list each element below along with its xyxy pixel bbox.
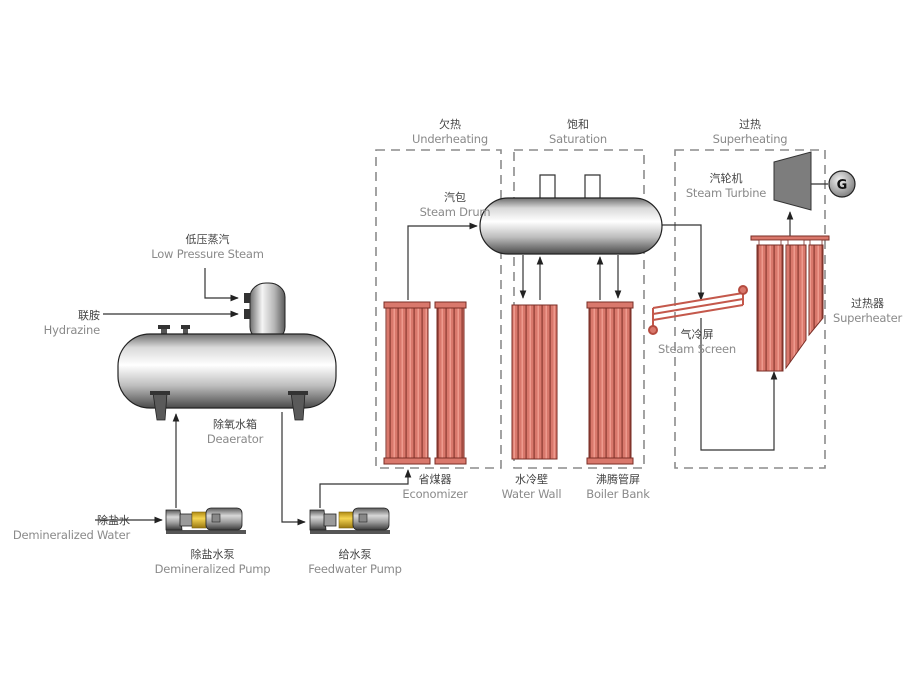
label-feedwater-pump: 给水泵 Feedwater Pump [300, 548, 410, 576]
generator: G [828, 170, 856, 198]
label-zh: 除盐水泵 [190, 548, 235, 561]
label-zh: 气冷屏 [680, 328, 714, 341]
label-steam-turbine: 汽轮机 Steam Turbine [676, 172, 776, 200]
label-zh: 除盐水 [97, 514, 130, 527]
generator-symbol: G [837, 178, 848, 193]
label-en: Demineralized Pump [154, 561, 271, 576]
label-economizer: 省煤器 Economizer [395, 473, 475, 501]
zone-label-saturation: 饱和 Saturation [528, 118, 628, 146]
superheater [750, 235, 830, 372]
deaerator-tank [117, 282, 337, 421]
steam-turbine [773, 151, 812, 211]
label-zh: 给水泵 [338, 548, 372, 561]
label-zh: 联胺 [78, 309, 100, 322]
zone-label-en: Superheating [712, 131, 788, 146]
zone-label-zh: 欠热 [439, 118, 461, 131]
label-zh: 水冷壁 [515, 473, 548, 486]
label-zh: 汽轮机 [709, 172, 743, 185]
zone-label-en: Saturation [549, 131, 607, 146]
label-en: Steam Screen [658, 341, 736, 356]
label-en: Low Pressure Steam [151, 246, 264, 261]
label-steam-screen: 气冷屏 Steam Screen [652, 328, 742, 356]
label-hydrazine: 联胺 Hydrazine [30, 309, 101, 337]
label-en: Water Wall [501, 486, 562, 501]
water-wall [511, 304, 558, 460]
label-zh: 汽包 [444, 191, 466, 204]
label-zh: 过热器 [851, 297, 884, 310]
zone-label-zh: 过热 [739, 118, 761, 131]
label-superheater: 过热器 Superheater [830, 297, 905, 325]
label-boiler-bank: 沸腾管屏 Boiler Bank [578, 473, 658, 501]
label-demineralized-pump: 除盐水泵 Demineralized Pump [150, 548, 275, 576]
flow-economizer-to-drum [407, 222, 478, 300]
label-demineralized-water: 除盐水 Demineralized Water [5, 514, 130, 542]
label-en: Steam Turbine [685, 185, 767, 200]
demineralized-pump [165, 507, 246, 534]
boiler-bank [586, 301, 634, 465]
flow-lp-steam [204, 268, 239, 302]
flow-fwpump-to-economizer [319, 469, 412, 508]
zone-label-zh: 饱和 [567, 118, 589, 131]
label-en: Demineralized Water [12, 527, 130, 542]
label-steam-drum: 汽包 Steam Drum [410, 191, 500, 219]
label-en: Economizer [402, 486, 468, 501]
feedwater-pump [309, 507, 390, 534]
flow-drum-to-screen [662, 224, 705, 301]
zone-underheating-box [375, 149, 502, 469]
label-en: Steam Drum [419, 204, 491, 219]
label-zh: 除氧水箱 [213, 418, 257, 431]
label-en: Hydrazine [43, 322, 101, 337]
zone-superheating-box [674, 149, 826, 469]
flow-deaerator-to-fwpump [281, 412, 306, 526]
zone-label-underheating: 欠热 Underheating [400, 118, 500, 146]
flow-screen-to-superheater [700, 318, 778, 451]
label-en: Boiler Bank [586, 486, 650, 501]
label-en: Deaerator [206, 431, 264, 446]
economizer-bank-1 [383, 301, 431, 465]
label-zh: 低压蒸汽 [185, 233, 230, 246]
label-deaerator: 除氧水箱 Deaerator [190, 418, 280, 446]
label-en: Superheater [832, 310, 902, 325]
label-zh: 沸腾管屏 [596, 473, 640, 486]
label-low-pressure-steam: 低压蒸汽 Low Pressure Steam [145, 233, 270, 261]
label-en: Feedwater Pump [308, 561, 402, 576]
zone-label-en: Underheating [412, 131, 488, 146]
economizer-bank-2 [434, 301, 467, 465]
steam-drum [479, 197, 663, 255]
label-zh: 省煤器 [418, 473, 452, 486]
zone-label-superheating: 过热 Superheating [700, 118, 800, 146]
label-water-wall: 水冷壁 Water Wall [494, 473, 569, 501]
steam-screen [648, 285, 748, 335]
